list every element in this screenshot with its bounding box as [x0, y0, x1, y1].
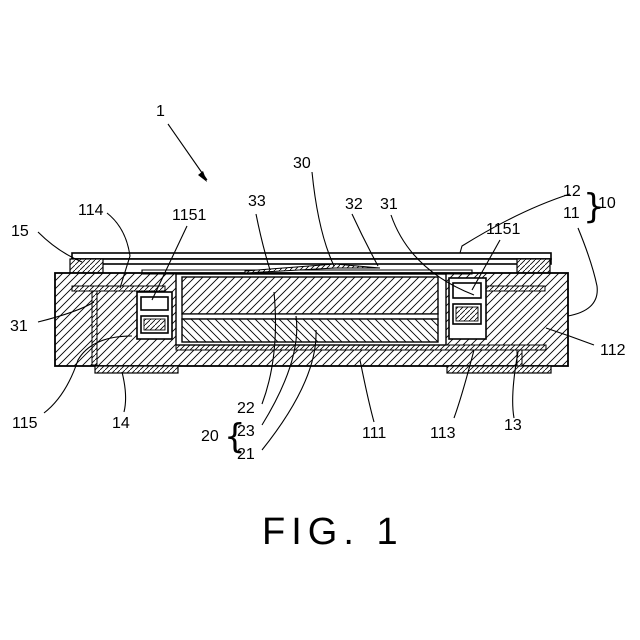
upper-wiring-114 — [72, 286, 165, 291]
label-1151-right: 1151 — [486, 221, 521, 238]
top-cover-layer-12 — [72, 253, 551, 259]
label-115: 115 — [12, 415, 38, 432]
brace-group-20: { — [224, 417, 246, 457]
label-group-20: 20 — [201, 428, 219, 445]
label-31-left: 31 — [10, 318, 28, 335]
label-13: 13 — [504, 417, 522, 434]
arrowhead-icon — [198, 171, 207, 182]
label-114: 114 — [78, 202, 104, 219]
lower-wiring-113 — [176, 345, 546, 350]
label-112: 112 — [600, 342, 626, 359]
label-32: 32 — [345, 196, 363, 213]
element-layer-21 — [182, 319, 438, 342]
label-11: 11 — [563, 205, 580, 222]
label-14: 14 — [112, 415, 130, 432]
right-terminal-pocket — [449, 278, 486, 339]
label-1151-left: 1151 — [172, 207, 207, 224]
label-111: 111 — [362, 425, 386, 442]
assembly-arrow — [168, 124, 207, 180]
external-electrode-14 — [95, 366, 178, 373]
bridge-wire-33 — [245, 264, 380, 273]
via-115 — [92, 291, 97, 365]
label-group-10: 10 — [598, 195, 616, 212]
element-layer-22 — [182, 277, 438, 314]
label-22: 22 — [237, 400, 255, 417]
label-15: 15 — [11, 223, 29, 240]
label-33: 33 — [248, 193, 266, 210]
figure-caption: FIG. 1 — [262, 511, 404, 553]
label-30: 30 — [293, 155, 311, 172]
left-terminal-pocket — [137, 292, 172, 339]
element-layer-23 — [182, 314, 438, 319]
seal-block-right — [517, 259, 550, 273]
label-assembly-1: 1 — [156, 103, 165, 120]
top-insulating-layer-11 — [72, 259, 551, 264]
label-12: 12 — [563, 183, 581, 200]
external-electrode-13 — [447, 366, 551, 373]
label-31-right: 31 — [380, 196, 398, 213]
seal-block-15 — [70, 259, 103, 273]
label-113: 113 — [430, 425, 456, 442]
